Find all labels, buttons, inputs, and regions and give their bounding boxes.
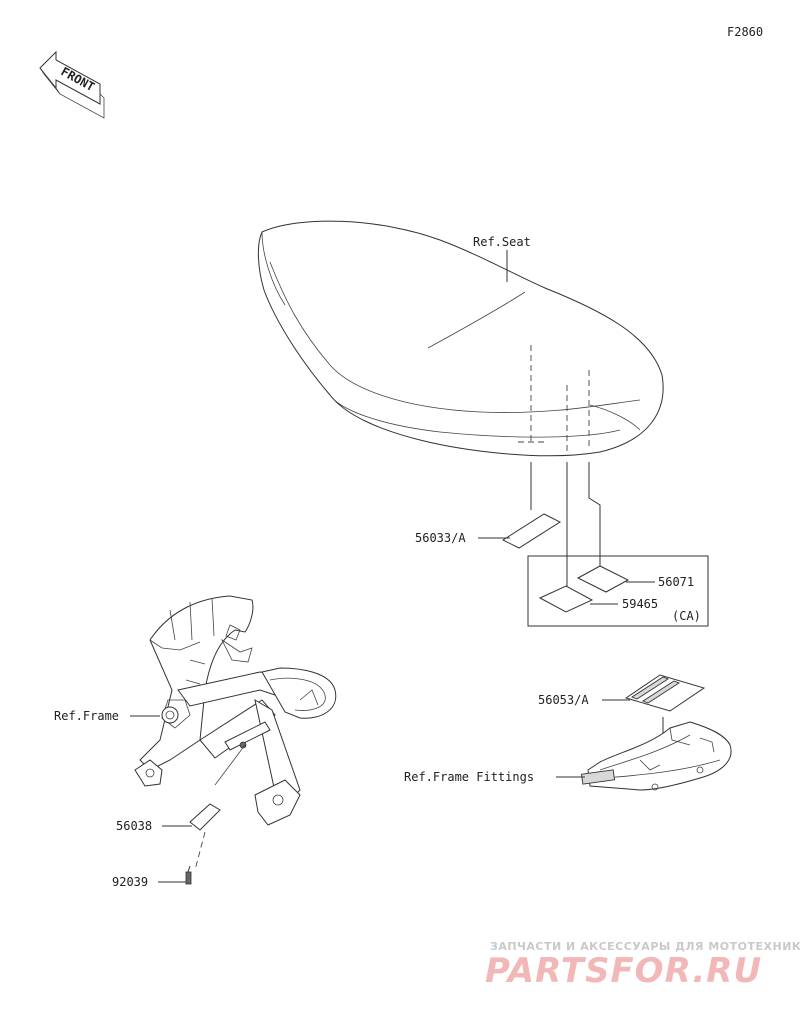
part-56038-label: 56038 — [116, 819, 152, 833]
watermark-logo: PARTSFOR.RU — [485, 951, 762, 991]
label-56033-part — [501, 513, 562, 549]
watermark-text: ЗАПЧАСТИ И АКСЕССУАРЫ ДЛЯ МОТОТЕХНИКИ — [490, 940, 800, 953]
part-59465-label: 59465 — [622, 597, 658, 611]
part-56053-label: 56053/A — [538, 693, 589, 707]
seat-outline — [257, 220, 664, 457]
tag-56038-part — [189, 803, 221, 831]
diagram-code: F2860 — [727, 25, 763, 39]
front-arrow-icon: FRONT — [39, 50, 105, 119]
ref-frame-fittings-label: Ref.Frame Fittings — [404, 770, 534, 784]
part-92039-label: 92039 — [112, 875, 148, 889]
ref-frame-label: Ref.Frame — [54, 709, 119, 723]
rivet-92039-part — [185, 865, 192, 885]
label-56053-part — [624, 674, 706, 712]
part-56033-label: 56033/A — [415, 531, 466, 545]
frame-fittings-part — [580, 721, 732, 791]
ca-label: (CA) — [672, 609, 701, 623]
frame-part — [134, 595, 337, 826]
ref-seat-label: Ref.Seat — [473, 235, 531, 249]
label-56071-part — [576, 565, 630, 593]
part-56071-label: 56071 — [658, 575, 694, 589]
ca-variant-box — [527, 555, 709, 627]
label-59465-part — [538, 585, 594, 613]
